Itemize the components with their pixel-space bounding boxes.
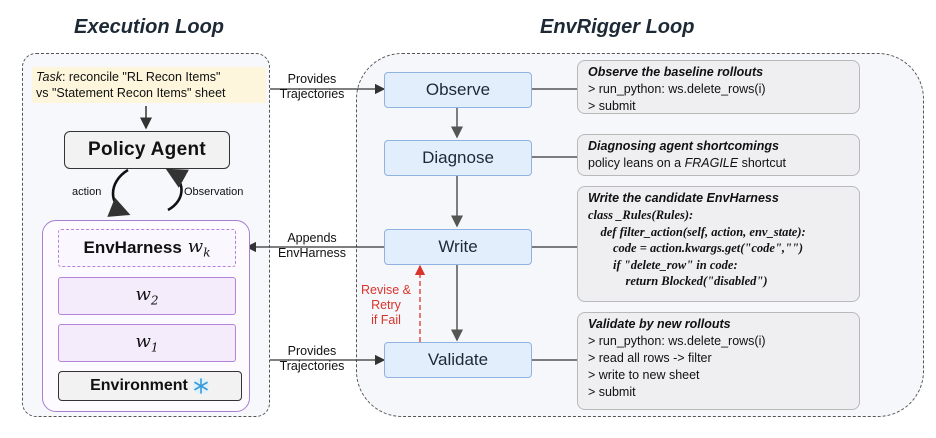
policy-agent-box: Policy Agent — [64, 131, 230, 169]
task-line-1: Task: reconcile "RL Recon Items" — [36, 70, 221, 84]
code-line: def filter_action(self, action, env_stat… — [588, 224, 806, 239]
action-arrow — [107, 168, 131, 217]
w2-symbol: w2 — [135, 284, 159, 308]
snowflake-icon — [192, 377, 210, 395]
wk-symbol: wk — [187, 236, 211, 260]
observe-note-line: > submit — [588, 99, 636, 113]
w2-box: w2 — [58, 277, 236, 315]
task-box: Task: reconcile "RL Recon Items" vs "Sta… — [32, 67, 266, 103]
code-line: class _Rules(Rules): — [588, 208, 694, 222]
environment-box: Environment — [58, 371, 242, 401]
validate-note-line: > run_python: ws.delete_rows(i) — [588, 334, 766, 348]
observe-note: Observe the baseline rollouts > run_pyth… — [577, 60, 860, 114]
diagnose-note-line: policy leans on a FRAGILE shortcut — [588, 156, 787, 170]
diagnose-step: Diagnose — [384, 140, 532, 176]
w1-box: w1 — [58, 324, 236, 362]
envharness-label: EnvHarness — [83, 238, 182, 257]
validate-note-line: > write to new sheet — [588, 368, 700, 382]
validate-note-heading: Validate by new rollouts — [588, 317, 731, 331]
code-line: return Blocked("disabled") — [588, 274, 768, 288]
code-line: code = action.kwargs.get("code","") — [588, 241, 804, 255]
task-line-2: vs "Statement Recon Items" sheet — [36, 86, 226, 100]
validate-note: Validate by new rollouts > run_python: w… — [577, 312, 860, 410]
revise-retry-label: Revise & Retry if Fail — [360, 283, 412, 327]
diagnose-note-heading: Diagnosing agent shortcomings — [588, 139, 779, 153]
w1-symbol: w1 — [135, 331, 159, 355]
action-label: action — [72, 186, 102, 198]
environment-label: Environment — [90, 377, 188, 394]
validate-note-line: > read all rows -> filter — [588, 351, 712, 365]
diagnose-note: Diagnosing agent shortcomings policy lea… — [577, 134, 860, 176]
envharness-wk-box: EnvHarness wk — [58, 229, 236, 267]
execution-loop-title: Execution Loop — [74, 16, 224, 38]
observe-note-heading: Observe the baseline rollouts — [588, 65, 764, 79]
write-step: Write — [384, 229, 532, 265]
validate-note-line: > submit — [588, 385, 636, 399]
observation-arrow — [165, 168, 189, 212]
task-label: Task — [36, 70, 62, 84]
observe-note-line: > run_python: ws.delete_rows(i) — [588, 82, 766, 96]
write-note-heading: Write the candidate EnvHarness — [588, 191, 779, 205]
validate-step: Validate — [384, 342, 532, 378]
policy-agent-label: Policy Agent — [88, 139, 206, 160]
observe-step: Observe — [384, 72, 532, 108]
code-line: if "delete_row" in code: — [588, 257, 738, 272]
observation-label: Observation — [184, 186, 244, 198]
write-note: Write the candidate EnvHarness class _Ru… — [577, 186, 860, 302]
envrigger-loop-title: EnvRigger Loop — [540, 16, 695, 38]
